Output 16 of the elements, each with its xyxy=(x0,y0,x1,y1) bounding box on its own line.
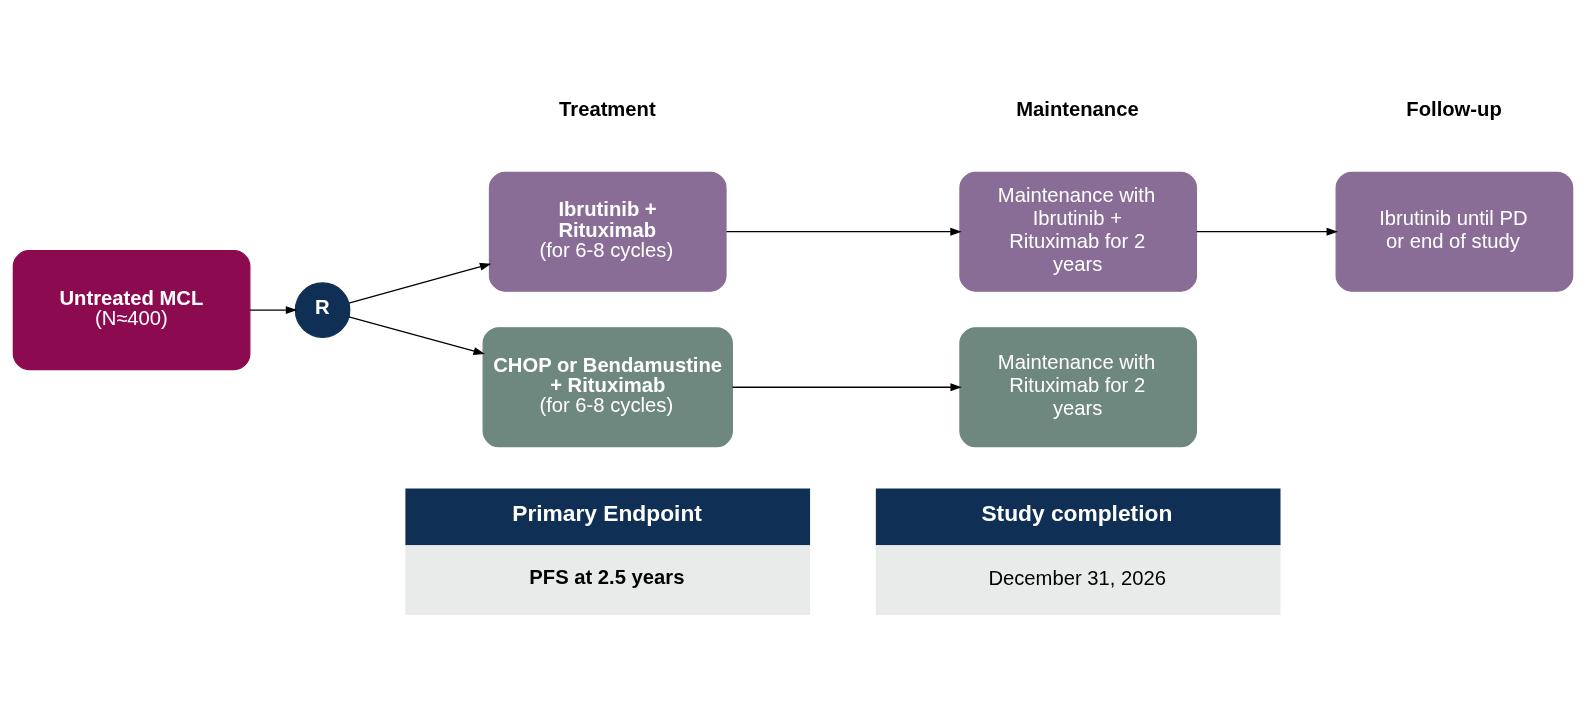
arrow xyxy=(249,306,298,315)
node-box: Ibrutinib + Rituximab (for 6-8 cycles) xyxy=(488,171,727,292)
label: Follow-up xyxy=(1406,98,1502,121)
node-box: Maintenance with Ibrutinib + Rituximab for 2 years xyxy=(959,171,1198,292)
label: Treatment xyxy=(559,98,656,121)
node-box: CHOP or Bendamustine + Rituximab (for 6-8 cycles) xyxy=(482,327,733,448)
arrow xyxy=(725,227,962,236)
arrow xyxy=(731,383,962,392)
node-box: Ibrutinib until PD or end of study xyxy=(1335,171,1574,292)
node-circle: R xyxy=(294,282,351,338)
node-box: Untreated MCL (N≈400) xyxy=(12,250,251,371)
arrow xyxy=(348,262,492,304)
label: Maintenance xyxy=(1016,98,1139,121)
arrow xyxy=(1196,227,1338,236)
node-box: Maintenance with Rituximab for 2 years xyxy=(959,327,1198,448)
arrow xyxy=(348,316,485,355)
